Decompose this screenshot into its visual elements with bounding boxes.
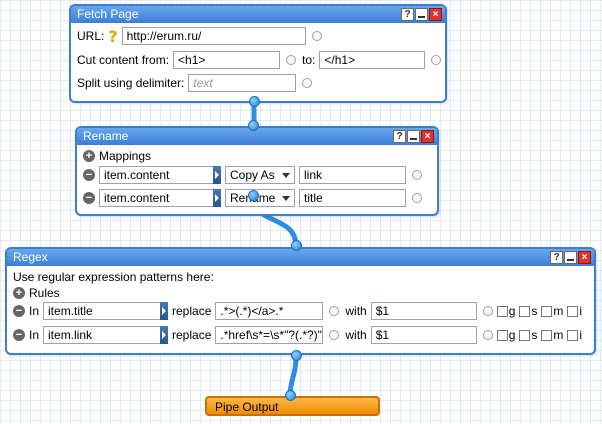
chevron-down-icon xyxy=(282,195,290,201)
cut-to-input[interactable]: </h1> xyxy=(319,51,426,69)
rename-output-connector[interactable] xyxy=(248,190,259,201)
help-icon[interactable]: ? xyxy=(401,8,414,21)
mapping-action-select[interactable]: Copy As xyxy=(225,166,295,184)
field-chooser-icon[interactable] xyxy=(160,326,169,344)
help-icon[interactable]: ? xyxy=(550,251,563,264)
in-label: In xyxy=(29,304,40,318)
question-icon[interactable]: ? xyxy=(108,26,118,46)
cut-label: Cut content from: xyxy=(77,53,170,67)
rule-row: − In item.title replace .*>(.*)</a>.* wi… xyxy=(13,301,582,321)
flag-label: s xyxy=(531,328,538,342)
close-icon[interactable]: × xyxy=(578,251,591,264)
flag-i-checkbox[interactable] xyxy=(567,329,579,341)
rule-pattern-input[interactable]: .*>(.*)</a>.* xyxy=(215,302,324,320)
pipe-output-input-connector[interactable] xyxy=(285,390,296,401)
flag-g-checkbox[interactable] xyxy=(496,305,508,317)
flag-m-checkbox[interactable] xyxy=(541,329,553,341)
url-input[interactable]: http://erum.ru/ xyxy=(121,27,306,45)
mapping-target-input[interactable]: title xyxy=(299,189,406,207)
cut-from-terminal[interactable] xyxy=(286,55,297,65)
regex-description: Use regular expression patterns here: xyxy=(13,270,214,284)
close-icon[interactable]: × xyxy=(421,130,434,143)
rules-label: Rules xyxy=(29,286,60,300)
rule-row: − In item.link replace .*href\s*=\s*"?(.… xyxy=(13,325,582,345)
fetch-page-header[interactable]: Fetch Page ? × xyxy=(71,6,445,23)
flag-label: i xyxy=(579,328,583,342)
add-rule-icon[interactable]: + xyxy=(13,287,25,299)
flag-label: i xyxy=(579,304,583,318)
rename-module: Rename ? × + Mappings − item.content Cop… xyxy=(75,126,439,216)
remove-mapping-icon[interactable]: − xyxy=(83,169,95,181)
rename-header[interactable]: Rename ? × xyxy=(77,128,437,145)
flag-i-checkbox[interactable] xyxy=(567,305,579,317)
flag-m-checkbox[interactable] xyxy=(541,305,553,317)
help-icon[interactable]: ? xyxy=(393,130,406,143)
mapping-source-input[interactable]: item.content xyxy=(99,166,214,184)
mapping-terminal[interactable] xyxy=(412,170,422,180)
flag-s-checkbox[interactable] xyxy=(519,305,531,317)
split-delimiter-input[interactable]: text xyxy=(188,74,297,92)
pattern-terminal[interactable] xyxy=(329,306,340,316)
regex-header[interactable]: Regex ? × xyxy=(7,249,594,266)
field-chooser-icon[interactable] xyxy=(160,302,169,320)
mapping-target-input[interactable]: link xyxy=(299,166,406,184)
flag-s-checkbox[interactable] xyxy=(519,329,531,341)
regex-module: Regex ? × Use regular expression pattern… xyxy=(5,247,596,355)
cut-from-input[interactable]: <h1> xyxy=(173,51,281,69)
mapping-terminal[interactable] xyxy=(412,193,422,203)
mapping-source-input[interactable]: item.content xyxy=(99,189,214,207)
rule-field-input[interactable]: item.title xyxy=(43,302,162,320)
pipe-output-title: Pipe Output xyxy=(215,400,279,414)
module-title: Rename xyxy=(83,129,129,143)
close-icon[interactable]: × xyxy=(429,8,442,21)
flag-label: s xyxy=(531,304,538,318)
rule-field-input[interactable]: item.link xyxy=(43,326,162,344)
replacement-terminal[interactable] xyxy=(482,306,493,316)
remove-rule-icon[interactable]: − xyxy=(13,305,25,317)
regex-input-connector[interactable] xyxy=(291,240,302,251)
flag-label: g xyxy=(508,328,516,342)
minimize-icon[interactable] xyxy=(564,251,577,264)
url-label: URL: xyxy=(77,29,105,43)
rule-pattern-input[interactable]: .*href\s*=\s*"?(.*?)" xyxy=(215,326,324,344)
rule-replacement-input[interactable]: $1 xyxy=(370,302,477,320)
field-chooser-icon[interactable] xyxy=(213,189,221,207)
flag-label: g xyxy=(508,304,516,318)
to-label: to: xyxy=(302,53,316,67)
remove-mapping-icon[interactable]: − xyxy=(83,192,95,204)
split-terminal[interactable] xyxy=(302,78,313,88)
module-title: Fetch Page xyxy=(77,7,139,21)
replace-label: replace xyxy=(172,304,212,318)
minimize-icon[interactable] xyxy=(415,8,428,21)
add-mapping-icon[interactable]: + xyxy=(83,150,95,162)
replace-label: replace xyxy=(172,328,212,342)
fetch-page-module: Fetch Page ? × URL: ? http://erum.ru/ Cu… xyxy=(69,4,447,103)
flag-label: m xyxy=(553,328,564,342)
in-label: In xyxy=(29,328,40,342)
url-terminal[interactable] xyxy=(311,31,322,41)
remove-rule-icon[interactable]: − xyxy=(13,329,25,341)
module-title: Regex xyxy=(13,250,48,264)
mapping-row: − item.content Copy As link xyxy=(83,165,422,185)
with-label: with xyxy=(345,328,367,342)
pattern-terminal[interactable] xyxy=(329,330,340,340)
split-label: Split using delimiter: xyxy=(77,76,185,90)
regex-output-connector[interactable] xyxy=(291,350,302,361)
cut-to-terminal[interactable] xyxy=(431,55,442,65)
chevron-down-icon xyxy=(282,172,290,178)
flag-g-checkbox[interactable] xyxy=(496,329,508,341)
minimize-icon[interactable] xyxy=(407,130,420,143)
with-label: with xyxy=(345,304,367,318)
replacement-terminal[interactable] xyxy=(482,330,493,340)
mappings-label: Mappings xyxy=(99,149,152,163)
field-chooser-icon[interactable] xyxy=(213,166,221,184)
flag-label: m xyxy=(553,304,564,318)
rule-replacement-input[interactable]: $1 xyxy=(370,326,477,344)
rename-input-connector[interactable] xyxy=(248,120,259,131)
mapping-action-select[interactable]: Rename xyxy=(225,189,295,207)
fetch-page-output-connector[interactable] xyxy=(249,96,260,107)
